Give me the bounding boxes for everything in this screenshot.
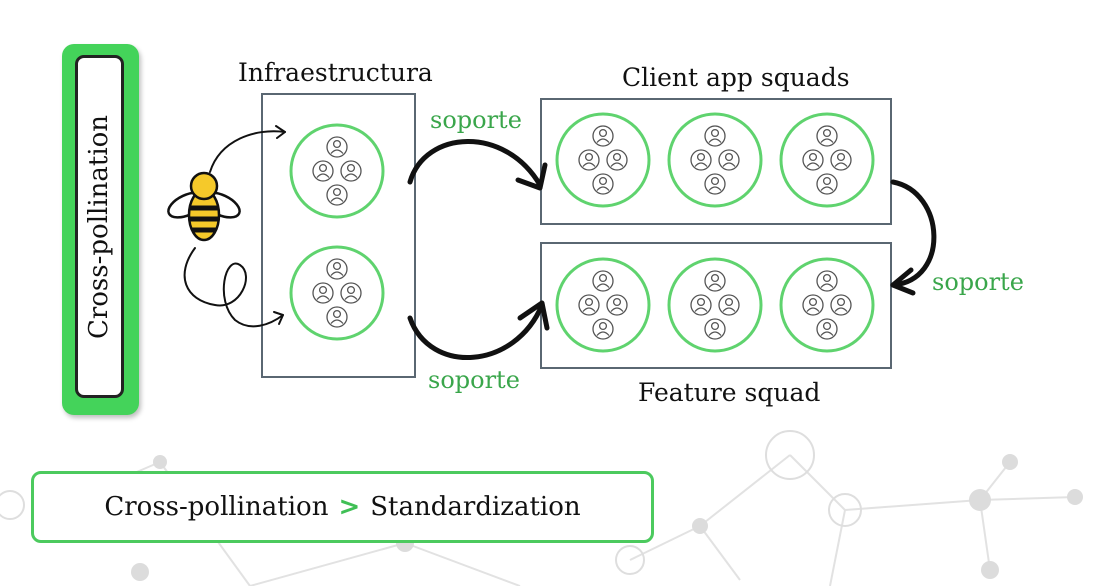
feature-box (540, 242, 892, 369)
greater-than-icon: > (338, 492, 361, 522)
client-box (540, 98, 892, 225)
footer-right: Standardization (370, 492, 581, 522)
client-title: Client app squads (622, 63, 850, 92)
feature-title: Feature squad (638, 378, 821, 407)
infra-box (261, 93, 416, 378)
soporte-label-right: soporte (932, 268, 1024, 296)
soporte-label-bottom: soporte (428, 366, 520, 394)
footer-box: Cross-pollination > Standardization (31, 471, 654, 543)
sidebar-label: Cross-pollination (84, 114, 114, 340)
infra-title: Infraestructura (238, 58, 433, 87)
soporte-label-top: soporte (430, 106, 522, 134)
footer-left: Cross-pollination (104, 492, 329, 522)
sidebar-label-box (75, 55, 124, 398)
